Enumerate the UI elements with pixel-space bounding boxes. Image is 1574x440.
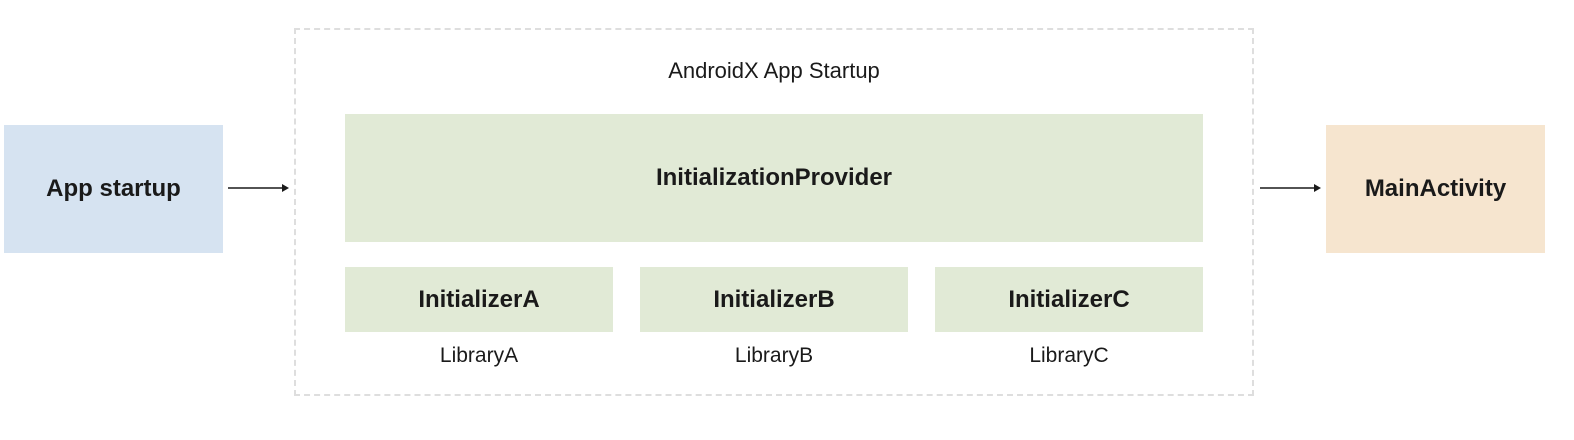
initialization-provider-box: InitializationProvider: [345, 114, 1203, 242]
main-activity-box: MainActivity: [1326, 125, 1545, 253]
initializer-c-label: InitializerC: [1008, 285, 1130, 313]
initializer-b-box: InitializerB: [640, 267, 908, 332]
app-startup-box: App startup: [4, 125, 223, 253]
container-title: AndroidX App Startup: [668, 58, 880, 83]
arrow-container-to-main-activity: [1260, 184, 1321, 192]
initialization-provider-label: InitializationProvider: [655, 164, 893, 191]
initializer-c-box: InitializerC: [935, 267, 1203, 332]
library-c-label: LibraryC: [1029, 344, 1109, 367]
androidx-app-startup-container: [294, 28, 1254, 396]
library-b-label: LibraryB: [734, 344, 814, 367]
library-a-label: LibraryA: [439, 344, 519, 367]
arrow-app-startup-to-container: [228, 184, 289, 192]
initializer-a-box: InitializerA: [345, 267, 613, 332]
main-activity-label: MainActivity: [1364, 175, 1507, 202]
initializer-a-label: InitializerA: [418, 285, 540, 313]
initializer-b-label: InitializerB: [713, 285, 835, 313]
app-startup-label: App startup: [46, 175, 181, 202]
